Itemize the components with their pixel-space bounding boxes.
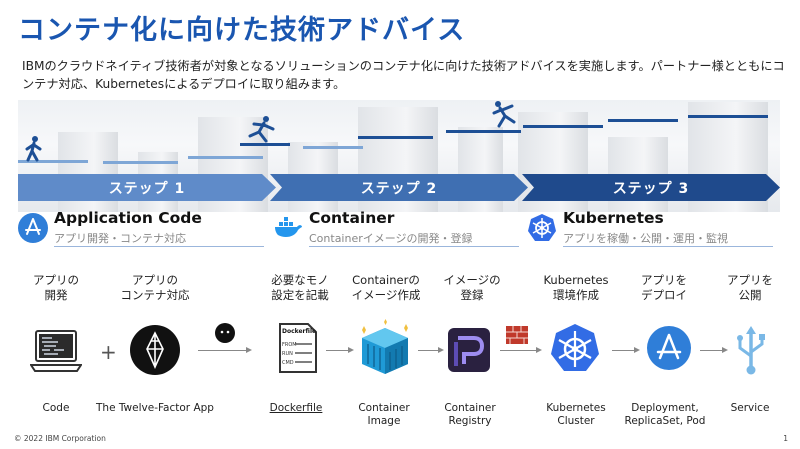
step-2-arrow: ステップ 2 (270, 174, 528, 201)
intro-text: IBMのクラウドネイティブ技術者が対象となるソリューションのコンテナ化に向けた技… (22, 59, 785, 91)
deployment-app-icon (647, 326, 691, 370)
twelve-factor-logo-icon (130, 325, 180, 375)
item-bottom-label: Service (730, 402, 770, 414)
flow-arrow (500, 347, 542, 353)
github-octocat-icon (215, 323, 235, 343)
brick-wall-icon (506, 326, 528, 344)
container-registry-icon (448, 328, 490, 372)
flow-arrow (326, 347, 354, 353)
app-store-icon (18, 213, 48, 243)
flow-arrow (700, 347, 728, 353)
phase-subtitle: アプリを稼働・公開・運用・監視 (563, 232, 728, 245)
phase-subtitle: Containerイメージの開発・登録 (309, 232, 473, 245)
step-1-label: ステップ 1 (108, 180, 186, 197)
dockerfile-document-icon: Dockerfile FROM RUN CMD (279, 323, 317, 373)
svg-text:CMD: CMD (282, 360, 294, 366)
running-person-icon (248, 116, 275, 143)
phase-title: Kubernetes (563, 209, 664, 227)
item-top-label: Containerのイメージ作成 (351, 273, 421, 302)
item-bottom-label: The Twelve-Factor App (96, 402, 214, 414)
phase-title: Container (309, 209, 395, 227)
flow-arrow (198, 347, 252, 353)
docker-whale-icon (275, 217, 302, 238)
page-number: 1 (783, 434, 788, 443)
kubernetes-helm-icon (528, 214, 556, 241)
flow-arrow (418, 347, 444, 353)
phase-title: Application Code (54, 209, 202, 227)
jumping-person-icon (492, 101, 516, 128)
item-top-label: アプリを公開 (727, 273, 773, 302)
phase-subtitle: アプリ開発・コンテナ対応 (54, 232, 186, 245)
step-1-arrow: ステップ 1 (18, 174, 276, 201)
phase-kubernetes: Kubernetes アプリを稼働・公開・運用・監視 (527, 209, 773, 247)
plus-sign: + (100, 340, 117, 364)
svg-text:Dockerfile: Dockerfile (282, 328, 316, 335)
svg-text:RUN: RUN (282, 351, 293, 357)
phase-container: Container Containerイメージの開発・登録 (273, 209, 519, 247)
item-top-label: アプリをデプロイ (641, 273, 687, 302)
step-3-label: ステップ 3 (612, 180, 690, 197)
step-2-label: ステップ 2 (360, 180, 438, 197)
svg-text:FROM: FROM (282, 342, 297, 348)
item-bottom-label: Code (42, 402, 70, 414)
copyright-footer: © 2022 IBM Corporation (14, 434, 106, 443)
flow-arrow (612, 347, 640, 353)
walking-person-icon (25, 136, 42, 162)
step-3-arrow: ステップ 3 (522, 174, 780, 201)
item-bottom-label: Deployment,ReplicaSet, Pod (624, 402, 706, 427)
phase-application-code: Application Code アプリ開発・コンテナ対応 (18, 209, 264, 247)
kubernetes-cluster-icon (551, 324, 599, 371)
item-top-label: 必要なモノ設定を記載 (271, 273, 329, 302)
item-top-label: イメージの登録 (443, 273, 501, 302)
laptop-code-icon (30, 330, 82, 372)
dockerfile-link[interactable]: Dockerfile (269, 402, 323, 414)
container-image-cube-icon (362, 319, 408, 374)
item-top-label: アプリの開発 (33, 273, 79, 302)
page-title: コンテナ化に向けた技術アドバイス (18, 15, 466, 46)
service-usb-icon (737, 326, 765, 375)
item-top-label: アプリのコンテナ対応 (120, 273, 190, 302)
